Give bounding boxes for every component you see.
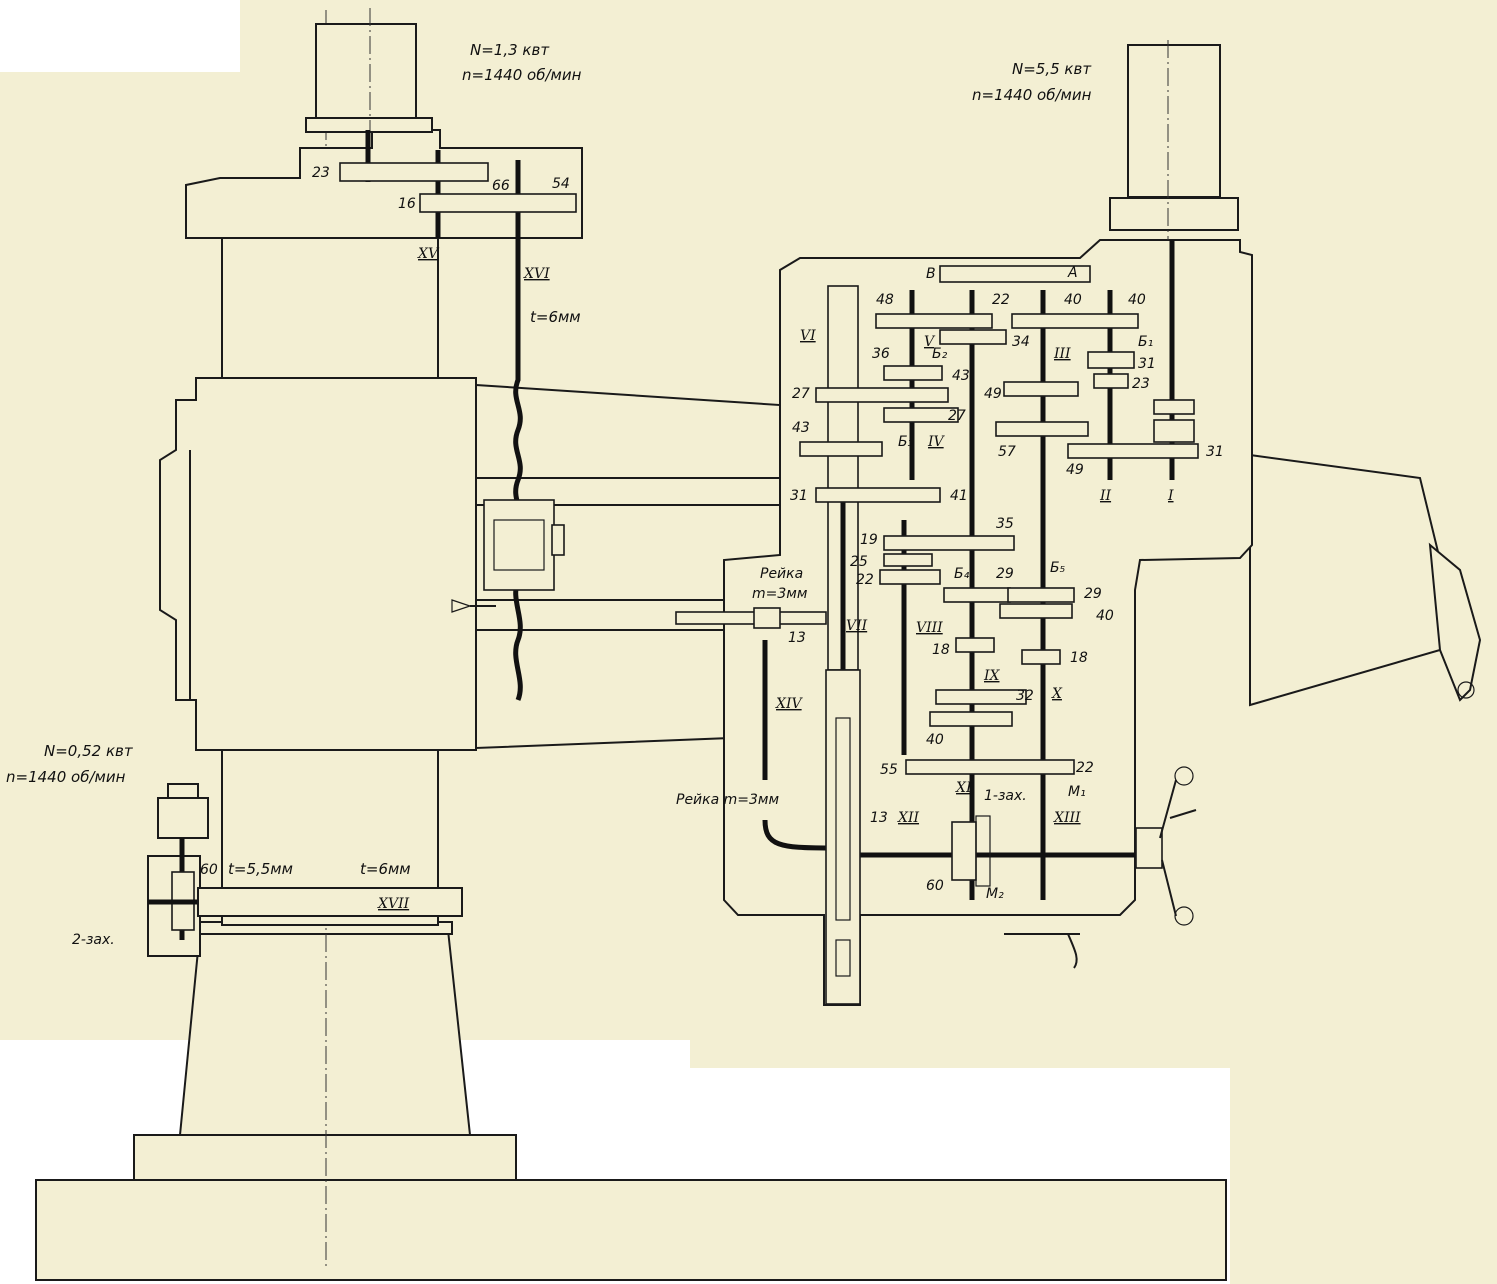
gear-13-b: 13 xyxy=(870,810,888,826)
head-motor: N=5,5 квт n=1440 об/мин xyxy=(972,40,1239,240)
gear-23-head: 23 xyxy=(1132,376,1150,392)
gear-49-a: 49 xyxy=(984,386,1002,402)
lift-motor-speed: n=1440 об/мин xyxy=(462,66,582,84)
gear-55: 55 xyxy=(880,762,898,778)
gear-27-b: 27 xyxy=(948,408,966,424)
shaft-iv: IV xyxy=(927,434,946,450)
headstock-shafts xyxy=(762,240,1175,1005)
block-b5: Б₅ xyxy=(1050,560,1066,576)
gear-31-a: 31 xyxy=(1138,356,1156,372)
block-b2: Б₂ xyxy=(932,346,948,362)
shaft-xiv: XIV xyxy=(775,696,803,712)
shaft-vii: VII xyxy=(846,618,868,634)
gear-35: 35 xyxy=(996,516,1014,532)
gear-25: 25 xyxy=(850,554,868,570)
clamp-motor-speed: n=1440 об/мин xyxy=(6,768,126,786)
gear-40-b: 40 xyxy=(1128,292,1146,308)
block-a: А xyxy=(1067,265,1078,281)
block-b3: Б₃ xyxy=(898,434,914,450)
arm-sleeve xyxy=(159,377,477,751)
clamp-worm-starts: 2-зах. xyxy=(72,932,115,948)
gear-36: 36 xyxy=(872,346,890,362)
gear-41: 41 xyxy=(950,488,968,504)
shaft-vi: VI xyxy=(800,328,816,344)
clamp-pitch-left: t=5,5мм xyxy=(228,860,293,878)
shaft-xiii: XIII xyxy=(1053,810,1081,826)
lift-screw-pitch: t=6мм xyxy=(530,308,581,326)
shaft-xvi: XVI xyxy=(523,266,550,282)
clamp-motor-power: N=0,52 квт xyxy=(44,742,134,760)
gear-66-lift: 66 xyxy=(492,178,510,194)
gear-40-d: 40 xyxy=(926,732,944,748)
lift-motor-power: N=1,3 квт xyxy=(470,41,550,59)
gear-31-b: 31 xyxy=(1206,444,1224,460)
gear-29-a: 29 xyxy=(996,566,1014,582)
gear-16-lift: 16 xyxy=(398,196,416,212)
shaft-ii: II xyxy=(1099,488,1112,504)
gear-23-lift: 23 xyxy=(312,165,330,181)
block-b: В xyxy=(926,266,936,282)
gear-49-b: 49 xyxy=(1066,462,1084,478)
gear-40-a: 40 xyxy=(1064,292,1082,308)
shaft-i: I xyxy=(1167,488,1174,504)
lift-motor: N=1,3 квт n=1440 об/мин xyxy=(305,8,582,140)
gear-32: 32 xyxy=(1016,688,1034,704)
shaft-xi: XI xyxy=(955,780,972,796)
clamp-pitch-right: t=6мм xyxy=(360,860,411,878)
rack-upper-name: Рейка xyxy=(760,566,803,582)
gear-60-head: 60 xyxy=(926,878,944,894)
clutch-m1: М₁ xyxy=(1068,784,1086,800)
headstock-gears xyxy=(675,265,1199,969)
shaft-xvii: XVII xyxy=(377,896,410,912)
gear-13-a: 13 xyxy=(788,630,806,646)
gear-48: 48 xyxy=(876,292,894,308)
shaft-xv: XV xyxy=(417,246,440,262)
block-b1: Б₁ xyxy=(1138,334,1153,350)
rack-upper-module: m=3мм xyxy=(752,586,808,602)
gear-27-a: 27 xyxy=(792,386,810,402)
gear-22-b: 22 xyxy=(856,572,874,588)
shaft-xii: XII xyxy=(897,810,919,826)
gear-19: 19 xyxy=(860,532,878,548)
clutch-m2: М₂ xyxy=(986,886,1004,902)
gear-18-b: 18 xyxy=(1070,650,1088,666)
gear-22-a: 22 xyxy=(992,292,1010,308)
gear-22-c: 22 xyxy=(1076,760,1094,776)
block-b4: Б₄ xyxy=(954,566,970,582)
head-motor-power: N=5,5 квт xyxy=(1012,60,1092,78)
shaft-v: V xyxy=(924,334,936,350)
shaft-iii: III xyxy=(1053,346,1071,362)
gear-34: 34 xyxy=(1012,334,1030,350)
gear-54-lift: 54 xyxy=(552,176,570,192)
worm-starts-head: 1-зах. xyxy=(984,788,1027,804)
clamp-gear-60: 60 xyxy=(200,862,218,878)
radial-arm xyxy=(475,383,1482,750)
head-motor-speed: n=1440 об/мин xyxy=(972,86,1092,104)
handwheel[interactable] xyxy=(1135,766,1197,926)
shaft-ix: IX xyxy=(983,668,1001,684)
gear-31-c: 31 xyxy=(790,488,808,504)
gear-40-c: 40 xyxy=(1096,608,1114,624)
shaft-x: X xyxy=(1051,686,1063,702)
gear-43-b: 43 xyxy=(792,420,810,436)
lift-nut-assembly xyxy=(451,499,565,613)
shaft-viii: VIII xyxy=(916,620,943,636)
clamp-mechanism: N=0,52 квт n=1440 об/мин 60 2-зах. t=5,5… xyxy=(6,742,463,957)
gear-43-a: 43 xyxy=(952,368,970,384)
gear-29-b: 29 xyxy=(1084,586,1102,602)
gear-18-a: 18 xyxy=(932,642,950,658)
headstock-gear-labels: А В 48 22 40 40 VI V Б₂ 34 III Б₁ 36 31 … xyxy=(676,265,1224,902)
gear-57: 57 xyxy=(998,444,1016,460)
rack-lower: Рейка m=3мм xyxy=(676,792,779,808)
